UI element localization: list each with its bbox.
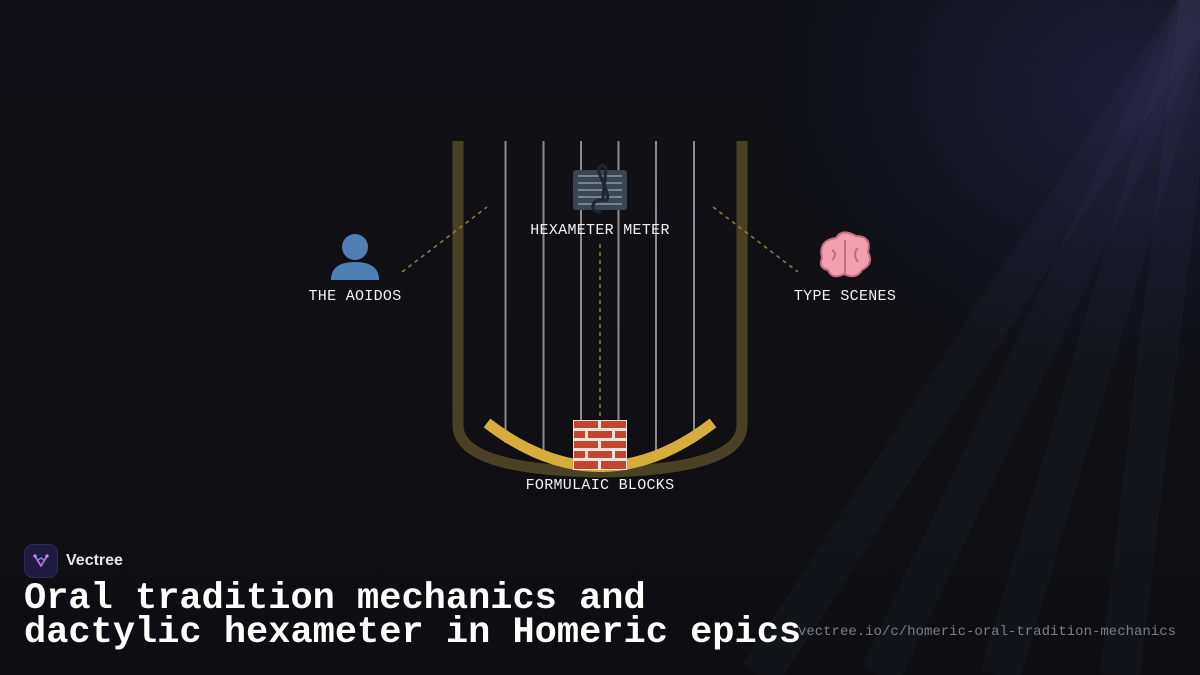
brand-name: Vectree <box>66 552 123 569</box>
node-label-hexameter: HEXAMETER METER <box>530 222 670 239</box>
lyre-strings <box>504 141 695 466</box>
connector-type-scenes <box>712 206 799 273</box>
node-label-type-scenes: TYPE SCENES <box>793 288 897 305</box>
brain-icon <box>819 231 871 278</box>
node-label-formulaic: FORMULAIC BLOCKS <box>525 477 675 494</box>
person-icon <box>331 234 379 280</box>
bricks-icon <box>573 420 627 470</box>
musical-score-icon <box>573 163 627 214</box>
page-title: Oral tradition mechanics and dactylic he… <box>24 578 802 654</box>
vectree-logo-icon <box>24 544 58 578</box>
brand: Vectree <box>24 544 123 578</box>
node-label-aoidos: THE AOIDOS <box>308 288 402 305</box>
source-url: vectree.io/c/homeric-oral-tradition-mech… <box>797 624 1176 640</box>
connector-aoidos <box>401 206 488 273</box>
